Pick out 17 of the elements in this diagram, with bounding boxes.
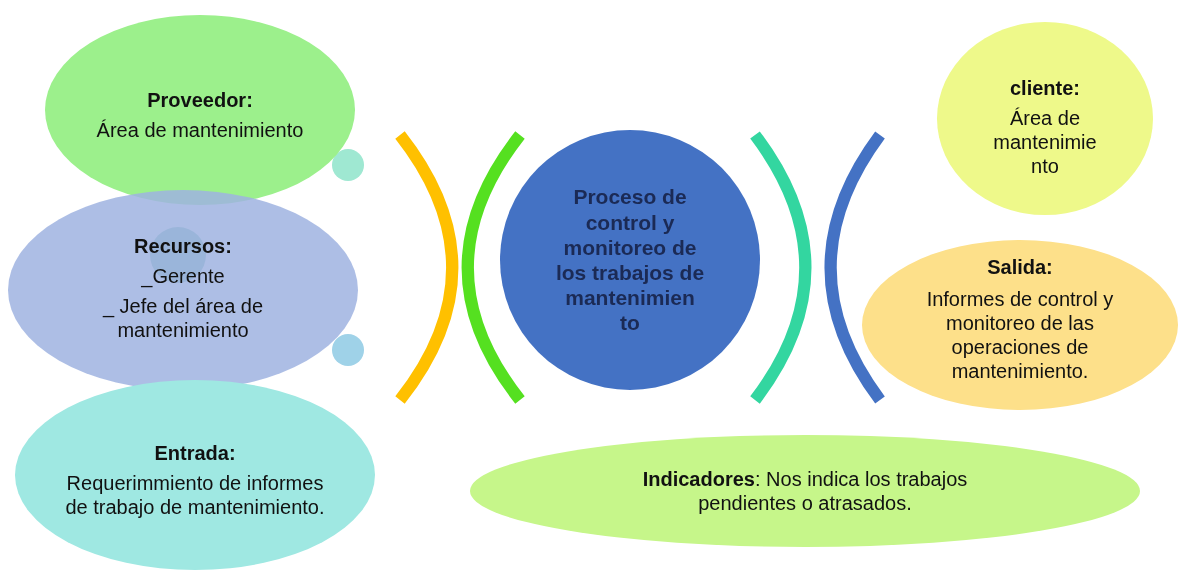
heading: Proveedor:	[146, 88, 254, 112]
indicator-text: Indicadores: Nos indica los trabajos pendientes o atrasados.	[641, 467, 969, 515]
heading: Recursos:	[133, 233, 233, 258]
ellipse-shape	[470, 435, 1140, 547]
body-text: _ Jefe del área de mantenimiento	[101, 293, 265, 342]
body-text: Informes de control y monitoreo de las operaciones de mantenimiento.	[925, 287, 1115, 383]
body-text: _Gerente	[140, 263, 226, 288]
process-title: Proceso de control y monitoreo de los trabajos de mantenimien to	[555, 184, 705, 336]
body-text: Requerimmiento de informes de trabajo de mantenimiento.	[65, 471, 325, 519]
ellipse-shape	[500, 130, 760, 390]
heading: Entrada:	[153, 441, 237, 465]
heading: cliente:	[1009, 76, 1081, 100]
ellipse-shape	[15, 380, 375, 570]
body-text: Área de mantenimiento	[95, 118, 305, 142]
heading: Salida:	[987, 255, 1053, 279]
body-text: Área de mantenimie nto	[992, 106, 1098, 178]
ellipse-shape	[937, 22, 1153, 215]
